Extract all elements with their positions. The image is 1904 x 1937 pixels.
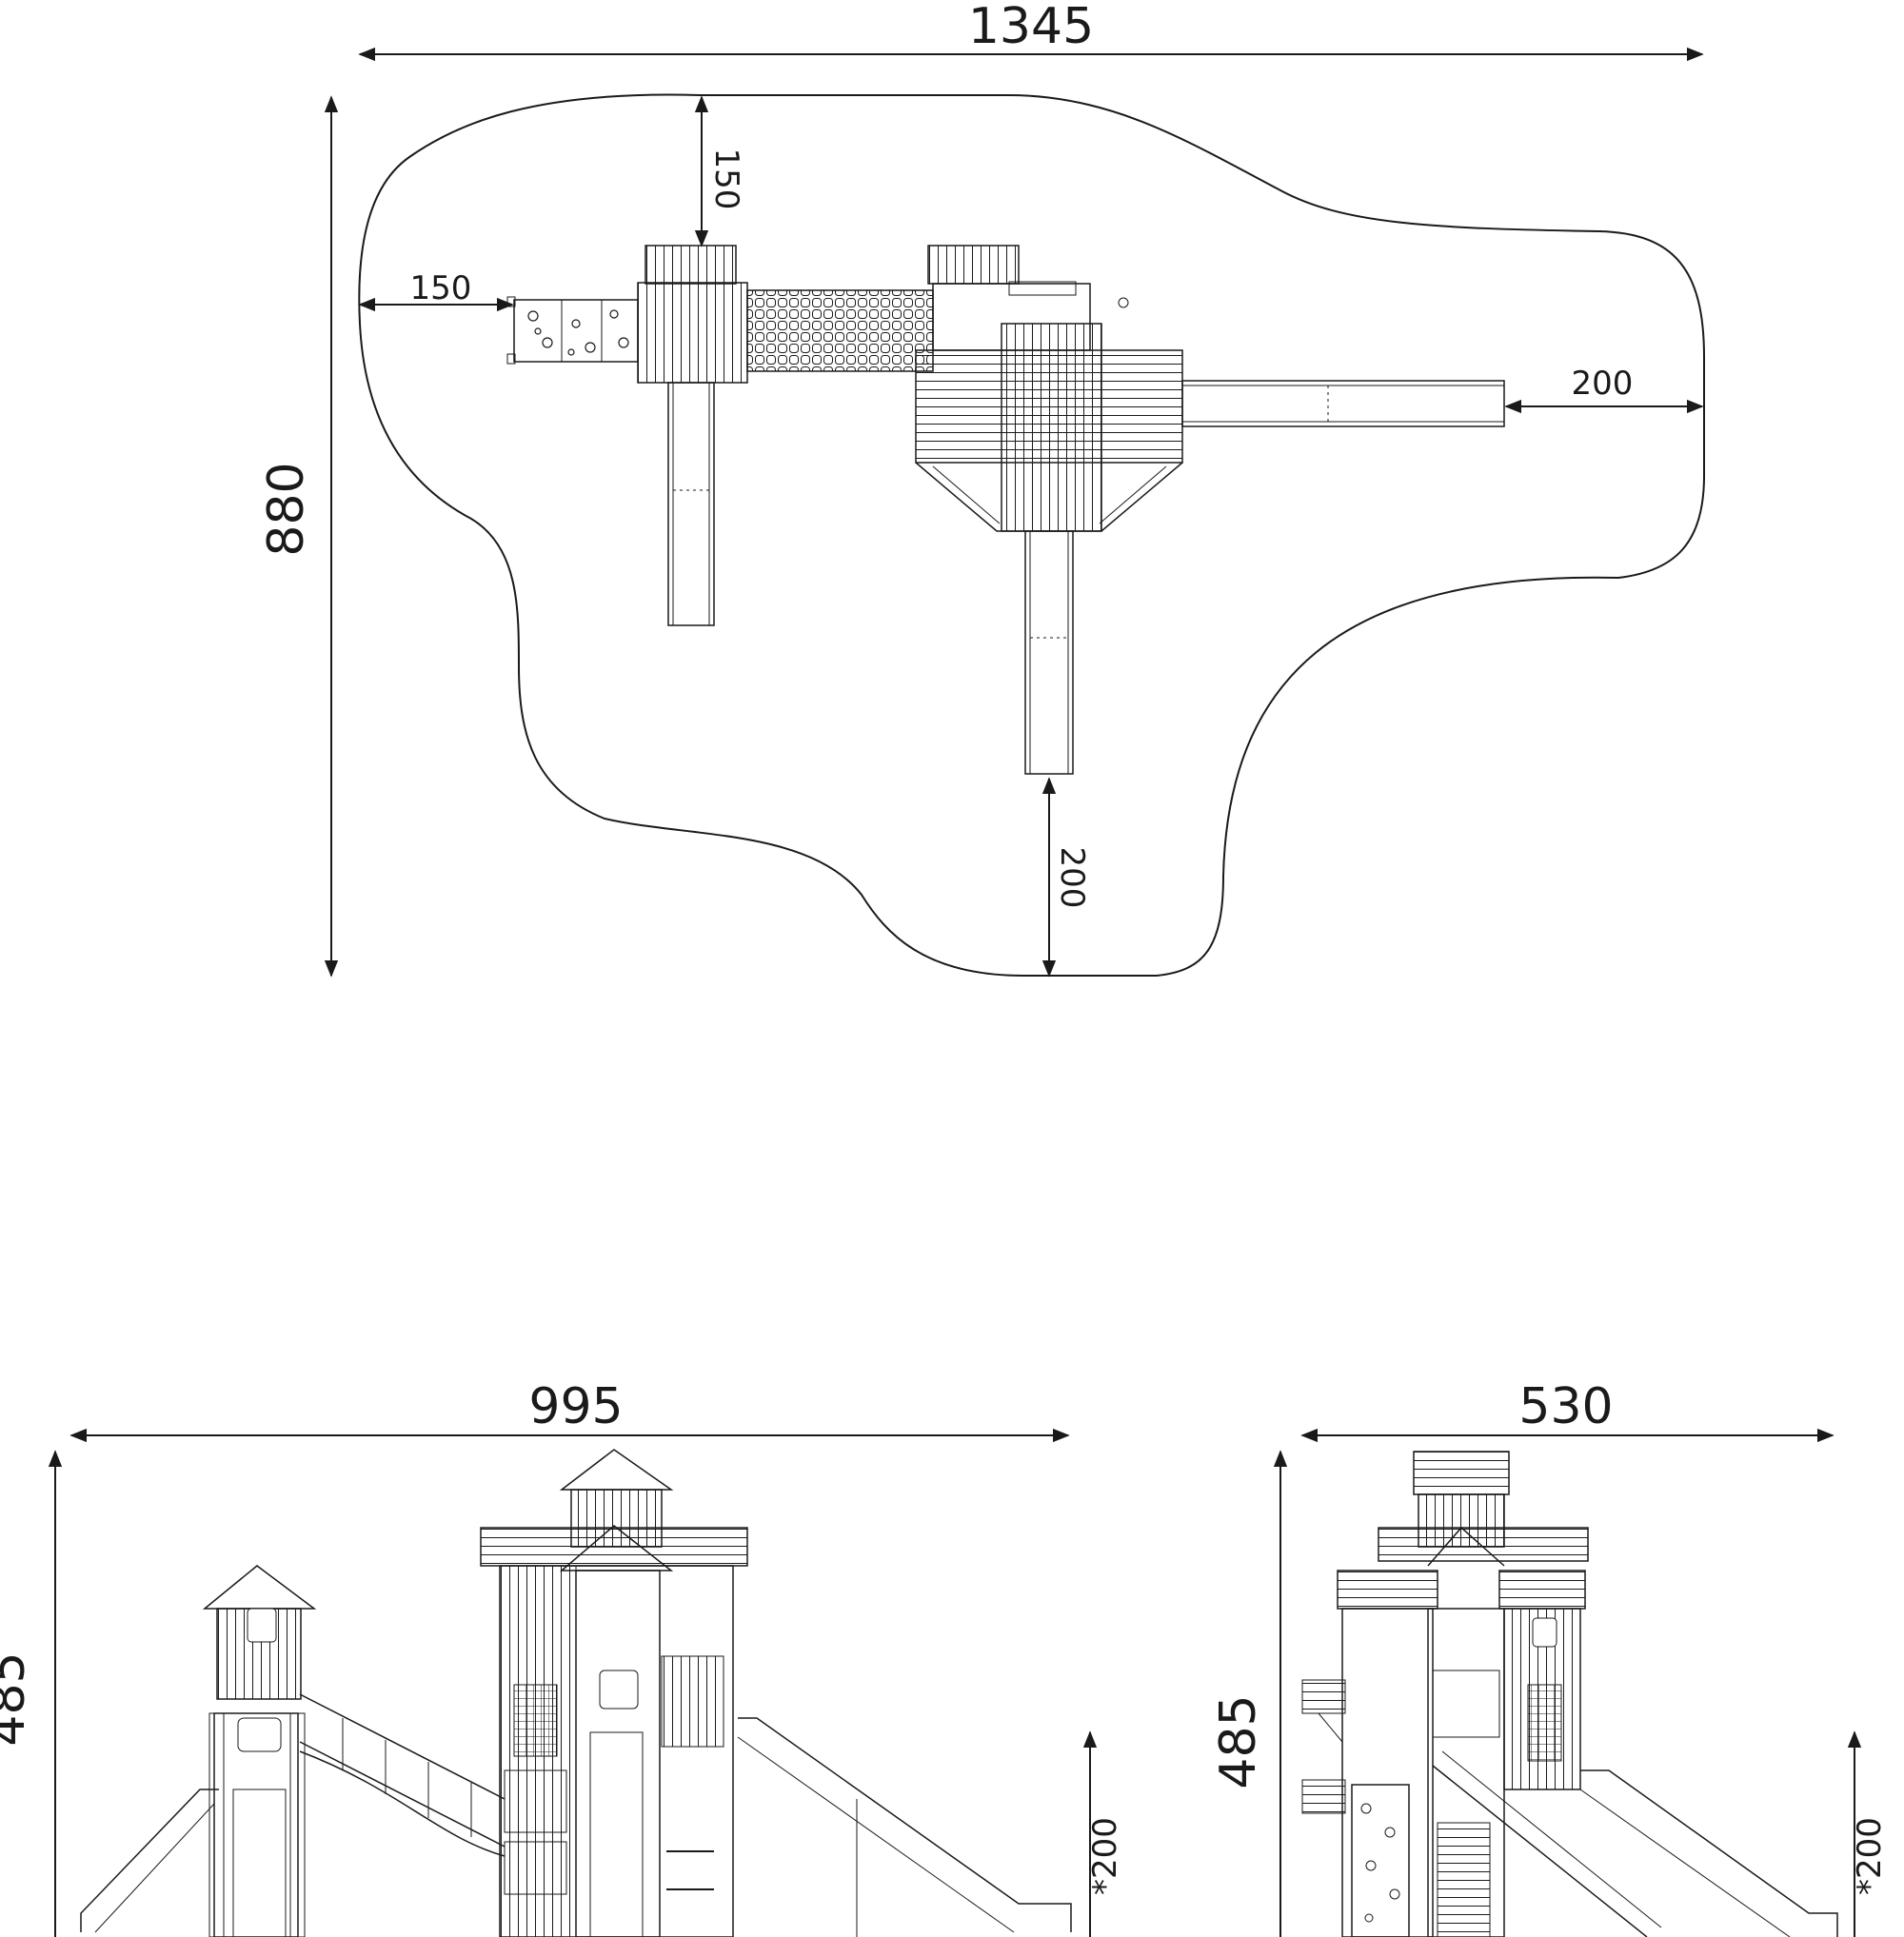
dim-overall-width: 1345 bbox=[968, 0, 1094, 55]
front-left-tower bbox=[202, 1565, 317, 1937]
right-slide-top bbox=[1181, 380, 1505, 427]
climbing-wall-top bbox=[506, 296, 639, 365]
dim-side-height: 485 bbox=[1210, 1694, 1267, 1789]
front-right-slide bbox=[738, 1717, 1072, 1932]
dim-top-clearance: 150 bbox=[707, 148, 745, 210]
dim-front-width: 995 bbox=[528, 1378, 623, 1435]
side-ladder-and-wall bbox=[1301, 1679, 1491, 1937]
dim-right-clearance: 200 bbox=[1572, 365, 1634, 403]
right-upper-tower-top bbox=[927, 245, 1129, 351]
bottom-slide-top bbox=[1024, 530, 1074, 775]
front-main-tower bbox=[480, 1449, 748, 1937]
top-view: 1345 880 150 150 200 200 bbox=[258, 0, 1705, 978]
main-tower-top bbox=[915, 323, 1183, 532]
net-bridge-top bbox=[746, 289, 934, 372]
side-towers bbox=[1337, 1451, 1589, 1937]
dim-left-clearance: 150 bbox=[410, 269, 472, 307]
left-tower-top bbox=[637, 245, 748, 384]
dim-front-fall-height: *200 bbox=[1086, 1817, 1124, 1895]
safety-zone-outline bbox=[358, 93, 1705, 977]
dim-side-fall-height: *200 bbox=[1851, 1817, 1889, 1895]
side-view: 530 485 *200 bbox=[1210, 1378, 1889, 1937]
front-view: 995 485 *200 bbox=[0, 1378, 1124, 1937]
front-left-slide bbox=[80, 1789, 219, 1932]
side-slides bbox=[1432, 1750, 1838, 1937]
dim-side-width: 530 bbox=[1518, 1378, 1613, 1435]
left-slide-top bbox=[667, 382, 715, 626]
front-net-bridge bbox=[299, 1693, 506, 1857]
dim-bottom-clearance: 200 bbox=[1053, 847, 1091, 909]
dim-overall-depth: 880 bbox=[258, 462, 315, 556]
dim-front-height: 485 bbox=[0, 1651, 36, 1746]
